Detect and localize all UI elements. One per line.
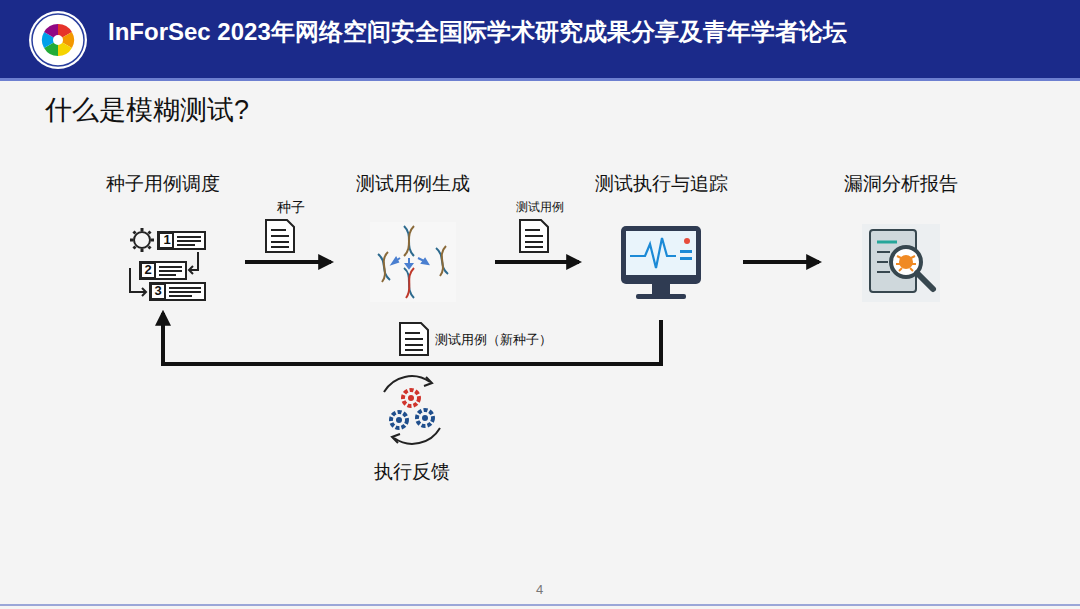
stage-heading: 测试用例生成: [356, 172, 470, 196]
header-rule: [0, 78, 1080, 81]
document-icon: [266, 220, 294, 252]
flow-arrow: [495, 260, 579, 264]
stage-node: 漏洞分析报告: [826, 170, 976, 306]
logo: [29, 11, 87, 69]
edge-label: 测试用例: [516, 199, 564, 215]
report-icon: [862, 224, 940, 302]
callout-number: 1: [160, 232, 174, 247]
stage-heading: 执行反馈: [374, 460, 450, 484]
header-title: InForSec 2023年网络空间安全国际学术研究成果分享及青年学者论坛: [108, 24, 847, 39]
flow-arrow: [743, 260, 819, 264]
footer-rule: [0, 604, 1080, 606]
document-icon: [400, 323, 428, 355]
flow-arrow: [245, 260, 331, 264]
schedule-icon: [130, 228, 205, 300]
stage-node: 执行反馈: [362, 374, 462, 486]
callout-number: 2: [141, 262, 155, 277]
edge-label: 测试用例（新种子）: [435, 332, 552, 348]
stage-heading: 测试执行与追踪: [595, 172, 728, 196]
callout-number: 3: [151, 283, 165, 298]
edge-label: 种子: [277, 199, 305, 215]
stage-node: 测试用例生成: [338, 170, 488, 306]
dna-icon: [370, 222, 456, 302]
stage-node: 种子用例调度: [88, 170, 238, 306]
page-number: 4: [536, 582, 543, 597]
header-bar: [0, 0, 1080, 78]
feedback-icon: [384, 376, 440, 444]
monitor-icon: [621, 226, 701, 299]
stage-node: 测试执行与追踪: [586, 170, 736, 306]
slide-heading: 什么是模糊测试?: [45, 92, 249, 128]
document-icon: [520, 220, 548, 252]
stage-heading: 种子用例调度: [106, 172, 220, 196]
stage-heading: 漏洞分析报告: [844, 172, 958, 196]
flow-arrow: [163, 313, 661, 364]
